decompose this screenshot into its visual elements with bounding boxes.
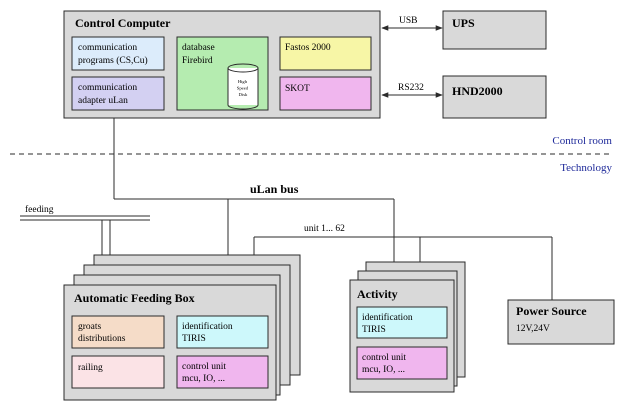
communication-programs-box	[71, 36, 165, 71]
feeding-control-unit-label: control unit mcu, IO, ...	[182, 362, 228, 384]
skot-label: SKOT	[285, 84, 310, 94]
power-source-title: Power Source	[516, 304, 587, 318]
activity-identification-box	[356, 306, 448, 339]
feeding-identification-label: identification TIRIS	[182, 321, 235, 344]
activity-control-unit-box	[356, 346, 448, 380]
ulan-bus-label: uLan bus	[250, 182, 299, 196]
ups-box	[442, 10, 547, 50]
activity-control-unit-label: control unit mcu, IO, ...	[362, 353, 408, 375]
fastos-box	[279, 36, 372, 71]
groats-label: groats distributions	[78, 322, 126, 344]
disk-icon: High Speed Disk	[227, 63, 259, 110]
railing-box	[71, 355, 165, 389]
control-room-label: Control room	[552, 135, 612, 147]
activity-identification-label: identification TIRIS	[362, 312, 415, 335]
skot-box	[279, 76, 372, 111]
database-label: database Firebird	[182, 43, 217, 66]
feeding-box-stack: Automatic Feeding Box groats distributio…	[63, 254, 301, 401]
usb-label: USB	[399, 16, 417, 26]
groats-box	[71, 315, 165, 349]
hnd-label: HND2000	[452, 84, 503, 98]
railing-label: railing	[78, 363, 103, 373]
disk-label: High Speed Disk	[237, 79, 249, 97]
power-source-voltage: 12V,24V	[516, 324, 550, 334]
connection-lines	[20, 25, 553, 300]
communication-programs-label: communication programs (CS,Cu)	[78, 43, 148, 66]
technology-label: Technology	[560, 162, 612, 174]
feeding-label: feeding	[25, 204, 54, 215]
feeding-identification-box	[176, 315, 269, 349]
feeding-box-title: Automatic Feeding Box	[74, 291, 195, 305]
activity-stack: Activity identification TIRIS control un…	[349, 261, 466, 393]
feeding-control-unit-box	[176, 355, 269, 389]
communication-adapter-box	[71, 76, 165, 111]
ups-label: UPS	[452, 16, 475, 30]
hnd-box	[442, 75, 547, 119]
control-computer-title: Control Computer	[75, 16, 171, 30]
fastos-label: Fastos 2000	[285, 43, 331, 53]
control-computer: Control Computer communication programs …	[63, 10, 381, 119]
rs232-label: RS232	[398, 83, 424, 93]
activity-title: Activity	[357, 287, 398, 301]
power-source-box	[507, 299, 615, 345]
unit-range-label: unit 1... 62	[304, 224, 345, 234]
communication-adapter-label: communication adapter uLan	[78, 83, 139, 106]
